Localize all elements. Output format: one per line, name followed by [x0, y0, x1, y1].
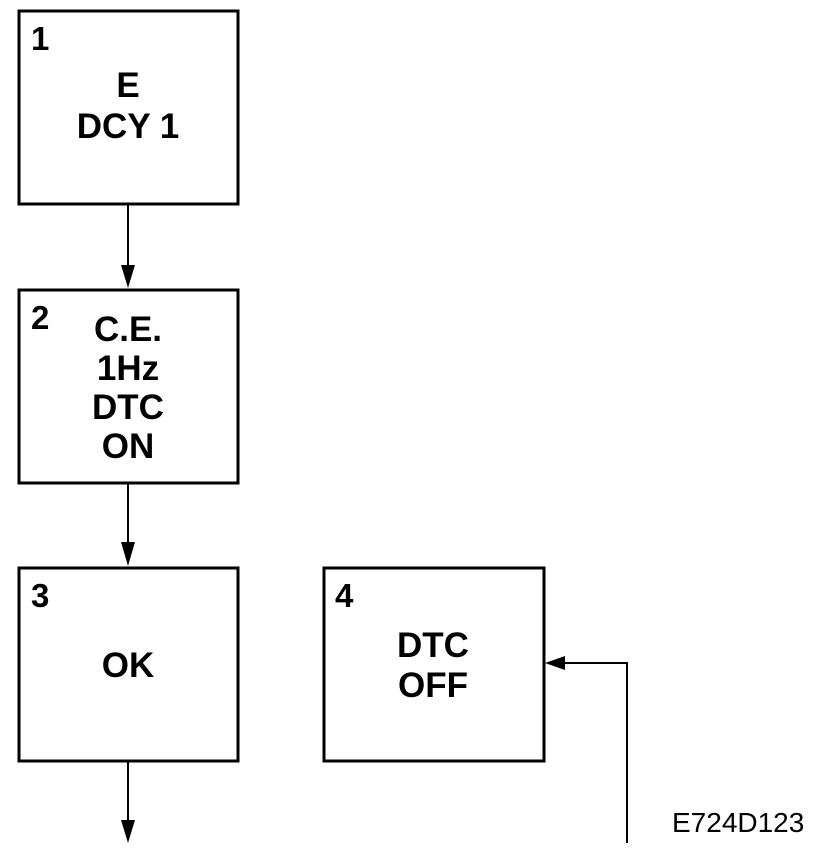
box-4: 4 DTC OFF: [322, 566, 546, 763]
box-2: 2 C.E. 1Hz DTC ON: [17, 288, 240, 485]
arrow-3-out: [121, 761, 135, 843]
box-3-line-1: OK: [102, 646, 155, 685]
arrow-into-4: [545, 656, 628, 843]
reference-code: E724D123: [672, 807, 804, 838]
box-4-line-1: DTC: [397, 626, 469, 665]
box-1-line-1: E: [116, 66, 139, 105]
box-3-number: 3: [31, 577, 49, 614]
box-4-number: 4: [335, 577, 354, 614]
arrow-2-to-3: [121, 483, 135, 566]
box-2-line-3: DTC: [92, 388, 164, 427]
arrow-1-to-2: [121, 204, 135, 288]
box-1: 1 E DCY 1: [17, 9, 240, 206]
box-1-line-2: DCY 1: [77, 107, 179, 146]
box-2-line-1: C.E.: [94, 310, 162, 349]
box-3: 3 OK: [17, 566, 240, 763]
box-1-number: 1: [31, 20, 49, 57]
box-4-line-2: OFF: [398, 666, 468, 705]
box-2-line-4: ON: [102, 427, 155, 466]
box-2-number: 2: [31, 299, 49, 336]
box-2-line-2: 1Hz: [97, 349, 159, 388]
